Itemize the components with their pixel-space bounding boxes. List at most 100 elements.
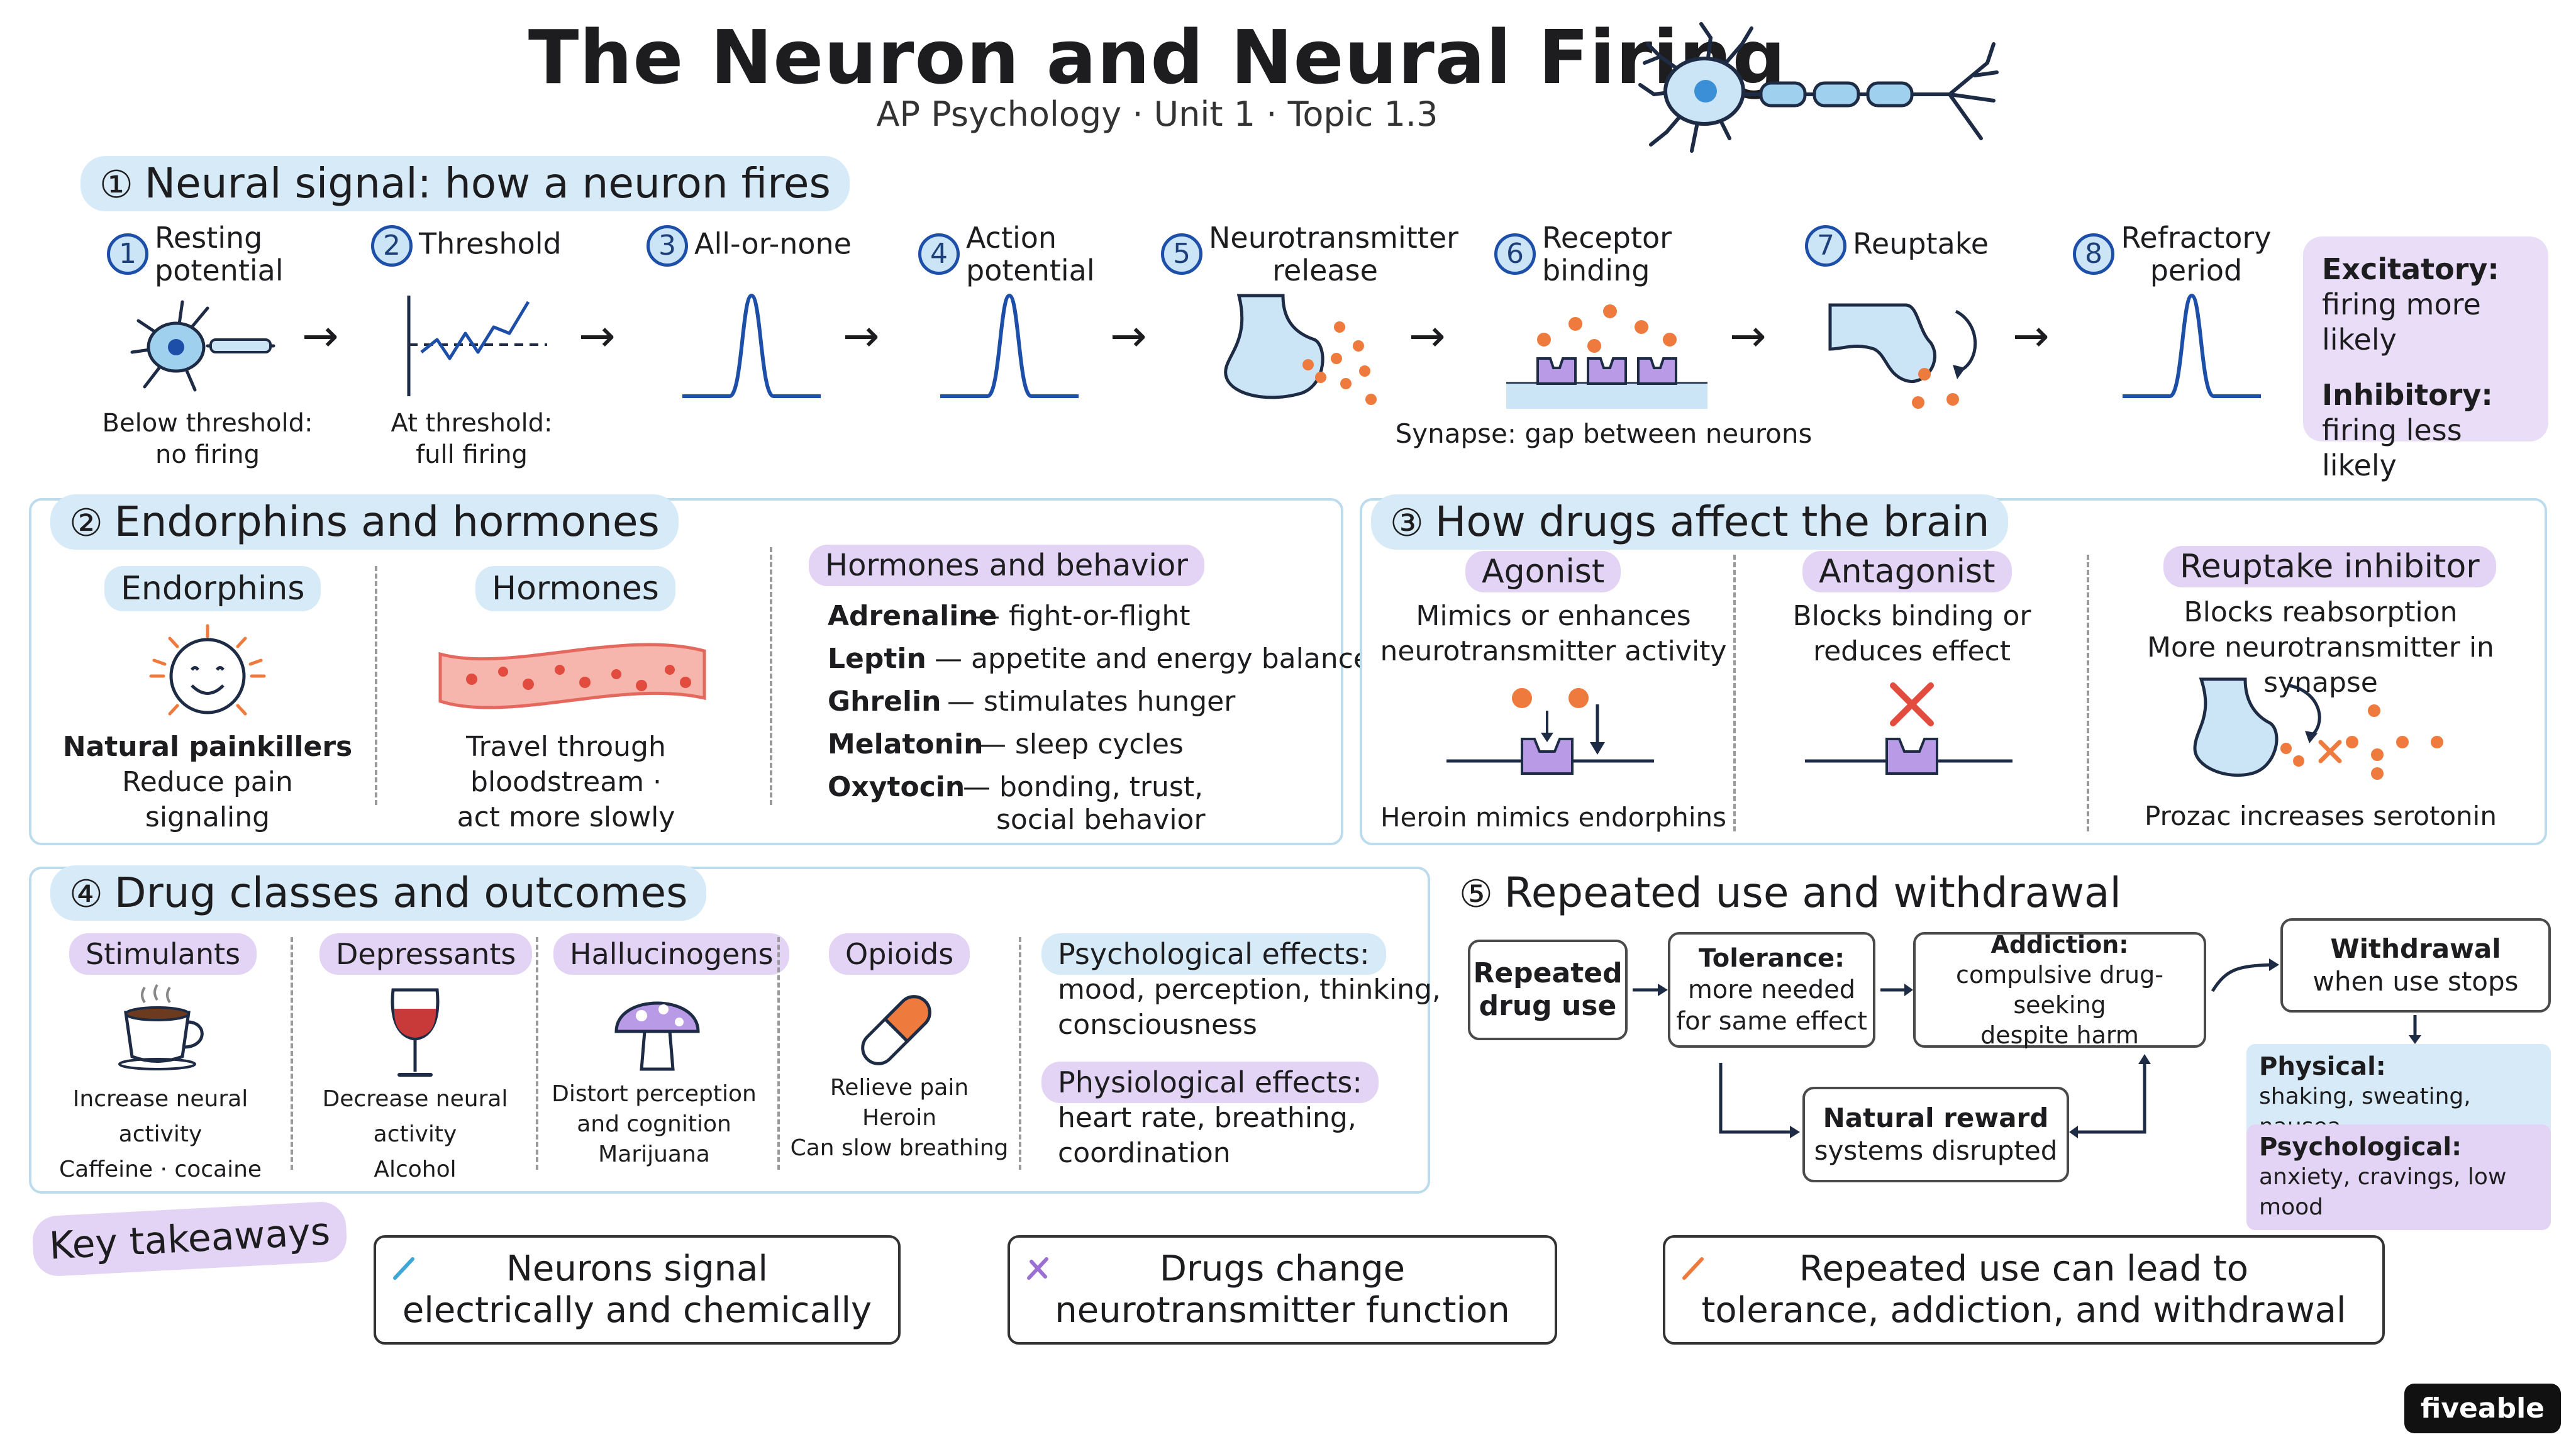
agonist-receptor-icon: [1446, 688, 1654, 775]
hormone-row-melatonin: Melatonin— sleep cycles: [828, 727, 1184, 762]
stimulants-line1: Increase neural activity: [72, 1086, 248, 1147]
hallucinogens-line2: and cognition: [577, 1111, 731, 1137]
cross-mark-icon-purple: [1027, 1257, 1048, 1280]
neurotransmitter-release-icon: [1224, 294, 1377, 405]
step-6-number: 6: [1494, 233, 1536, 275]
bloodstream-icon: [438, 643, 706, 709]
takeaway-card-1: Neurons signal electrically and chemical…: [374, 1235, 901, 1345]
caption-at-threshold: At threshold: full firing: [358, 408, 585, 470]
reward-disrupted-box: Natural reward systems disrupted: [1802, 1087, 2069, 1182]
hormone-name: Adrenaline: [828, 600, 997, 632]
hallucinogens-line3: Marijuana: [598, 1141, 710, 1167]
step-6-label: Receptor binding: [1542, 221, 1672, 287]
opioids-text: Relieve pain Heroin Can slow breathing: [786, 1073, 1013, 1163]
hormones-behavior-pill: Hormones and behavior: [809, 545, 1204, 586]
oxytocin-continued: social behavior: [996, 804, 1206, 836]
physio-line1: heart rate, breathing,: [1058, 1102, 1357, 1134]
hormone-name: Melatonin: [828, 728, 984, 760]
pencil-icon-blue: [393, 1257, 414, 1280]
takeaway-3-line2: tolerance, addiction, and withdrawal: [1701, 1290, 2346, 1331]
section1-num: ①: [99, 163, 133, 207]
hormone-row-ghrelin: Ghrelin— stimulates hunger: [828, 684, 1235, 719]
section4-divider-2: [536, 937, 538, 1170]
agonist-pill: Agonist: [1465, 551, 1621, 592]
section2-title-text: Endorphins and hormones: [114, 497, 660, 546]
psych-line1: mood, perception, thinking,: [1058, 974, 1441, 1006]
hormone-desc: — appetite and energy balance: [935, 643, 1370, 675]
hormones-line1: Travel through bloodstream ·: [466, 731, 666, 798]
reuptake-inhibitor-pill: Reuptake inhibitor: [2163, 546, 2496, 587]
stimulants-line2: Caffeine · cocaine: [58, 1157, 262, 1182]
takeaway-2-line2: neurotransmitter function: [1055, 1290, 1510, 1331]
depressants-line1: Decrease neural activity: [322, 1086, 508, 1147]
depressants-text: Decrease neural activity Alcohol: [296, 1082, 535, 1187]
hallucinogens-text: Distort perception and cognition Marijua…: [541, 1079, 767, 1170]
antagonist-pill: Antagonist: [1802, 551, 2012, 592]
hormone-desc: — stimulates hunger: [947, 686, 1236, 718]
psych-line2: consciousness: [1058, 1009, 1257, 1041]
step-4-label: Action potential: [966, 221, 1095, 287]
hallucinogens-pill: Hallucinogens: [553, 933, 790, 975]
hallucinogens-line1: Distort perception: [552, 1081, 757, 1107]
depressants-line2: Alcohol: [374, 1157, 457, 1182]
antagonist-receptor-icon: [1805, 682, 2012, 775]
withdrawal-line1: Withdrawal: [2330, 933, 2501, 964]
section2-num: ②: [69, 501, 103, 545]
arrow-6: →: [1729, 310, 1767, 362]
coffee-cup-icon: [118, 984, 204, 1070]
takeaway-card-3: Repeated use can lead to tolerance, addi…: [1663, 1235, 2385, 1345]
psych-effects-text: mood, perception, thinking, consciousnes…: [1058, 972, 1441, 1043]
tolerance-box: Tolerance: more needed for same effect: [1668, 932, 1875, 1048]
psych-effects-pill: Psychological effects:: [1041, 933, 1386, 975]
step-8-label: Refractory period: [2121, 221, 2272, 287]
pencil-icon-orange: [1682, 1257, 1704, 1280]
step-5-label: Neurotransmitter release: [1209, 221, 1459, 287]
section3-divider-2: [2087, 555, 2089, 831]
physio-effects-pill: Physiological effects:: [1041, 1062, 1379, 1103]
threshold-graph-icon: [407, 296, 547, 396]
reuptake-inhibitor-icon: [2193, 677, 2443, 780]
all-or-none-spike-icon: [682, 293, 821, 398]
section3-title-text: How drugs affect the brain: [1435, 497, 1990, 546]
opioids-line3: Can slow breathing: [790, 1135, 1009, 1161]
hormone-desc: — bonding, trust,: [963, 771, 1204, 803]
reuptake-line2: More neurotransmitter in synapse: [2147, 631, 2494, 699]
excitatory-text: firing more likely: [2322, 287, 2481, 357]
page-title: The Neuron and Neural Firing: [528, 14, 1787, 101]
takeaway-3-line1: Repeated use can lead to: [1799, 1248, 2249, 1289]
reward-line2: systems disrupted: [1814, 1135, 2058, 1166]
endorphins-line2: Reduce pain signaling: [122, 766, 293, 833]
endorphins-pill: Endorphins: [104, 566, 321, 611]
antagonist-line2: reduces effect: [1813, 635, 2011, 667]
step-2-label: Threshold: [419, 226, 562, 261]
tolerance-line2: more needed: [1687, 975, 1856, 1004]
wine-glass-icon: [391, 988, 440, 1077]
repeated-line2: drug use: [1479, 990, 1617, 1022]
antagonist-line1: Blocks binding or: [1792, 600, 2031, 632]
depressants-pill: Depressants: [319, 933, 533, 975]
psychological-title: Psychological:: [2259, 1133, 2462, 1162]
takeaway-2-line1: Drugs change: [1159, 1248, 1406, 1289]
mushroom-icon: [614, 1001, 700, 1071]
caption-below-line1: Below threshold:: [102, 409, 313, 438]
opioids-pill: Opioids: [829, 933, 970, 975]
addiction-box: Addiction: compulsive drug-seeking despi…: [1913, 931, 2206, 1049]
agonist-text: Mimics or enhances neurotransmitter acti…: [1377, 599, 1729, 669]
reuptake-inhibitor-text: Blocks reabsorption More neurotransmitte…: [2101, 595, 2541, 701]
arrow-5: →: [1409, 310, 1446, 362]
section5-title-text: Repeated use and withdrawal: [1504, 869, 2121, 917]
arrow-4: →: [1110, 310, 1147, 362]
hormone-row-oxytocin: Oxytocin— bonding, trust,: [828, 770, 1203, 805]
pill-capsule-icon: [861, 995, 931, 1065]
section2-divider-2: [770, 547, 772, 805]
arrow-2: →: [579, 310, 616, 362]
resting-neuron-icon: [130, 300, 275, 392]
section4-divider-4: [1019, 937, 1021, 1170]
section2-divider-1: [375, 566, 377, 805]
